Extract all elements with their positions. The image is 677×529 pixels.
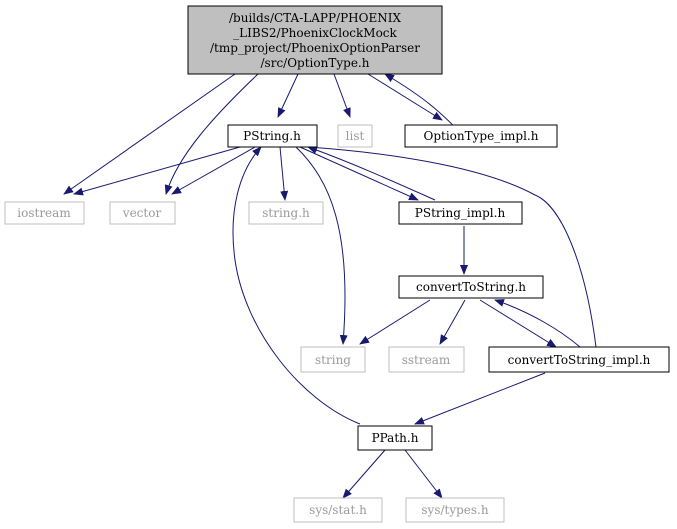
- node-label: sys/types.h: [421, 503, 488, 517]
- node-optiontype-impl-h[interactable]: OptionType_impl.h: [404, 124, 558, 148]
- node-label: sstream: [402, 353, 451, 367]
- node-label-line: /tmp_project/PhoenixOptionParser: [210, 41, 420, 55]
- node-label: PString.h: [243, 129, 301, 143]
- edge-ppath-to-sys-stat: [342, 449, 386, 499]
- node-sstream[interactable]: sstream: [388, 346, 465, 373]
- edge-converttostring-to-sstream: [439, 299, 466, 345]
- node-vector[interactable]: vector: [109, 201, 176, 225]
- svg-text:/tmp_project/PhoenixOptionPars: /tmp_project/PhoenixOptionParser: [210, 41, 420, 55]
- node-optiontype-h[interactable]: /builds/CTA-LAPP/PHOENIX _LIBS2/PhoenixC…: [187, 5, 443, 75]
- nodes: /builds/CTA-LAPP/PHOENIX _LIBS2/PhoenixC…: [4, 5, 670, 523]
- edge-converttostring-to-string: [359, 299, 431, 345]
- svg-text:/src/OptionType.h: /src/OptionType.h: [261, 56, 370, 70]
- edge-optiontype-to-pstring: [277, 73, 299, 118]
- node-label: string: [315, 353, 351, 367]
- node-label: sys/stat.h: [309, 503, 367, 517]
- node-label: convertToString_impl.h: [508, 353, 651, 367]
- node-string-dot-h[interactable]: string.h: [248, 201, 324, 225]
- edge-pstring-to-vector: [171, 146, 256, 195]
- node-ppath-h[interactable]: PPath.h: [357, 425, 433, 451]
- node-label: vector: [122, 206, 162, 220]
- node-string[interactable]: string: [300, 346, 366, 373]
- node-sys-stat-h[interactable]: sys/stat.h: [293, 497, 383, 523]
- node-label: OptionType_impl.h: [424, 129, 539, 143]
- node-sys-types-h[interactable]: sys/types.h: [405, 497, 505, 523]
- edge-pstring-to-pstring-impl: [299, 146, 419, 201]
- node-label-line: /builds/CTA-LAPP/PHOENIX: [229, 11, 401, 25]
- node-label: PString_impl.h: [415, 206, 506, 220]
- node-label: string.h: [262, 206, 310, 220]
- edge-converttostring-to-converttostring-impl: [479, 299, 557, 348]
- edge-optiontype-to-optiontype-impl: [367, 73, 443, 121]
- edge-ppath-to-pstring: [232, 146, 361, 425]
- edge-converttostring-impl-to-ppath: [414, 372, 546, 425]
- node-label: iostream: [17, 206, 71, 220]
- node-list[interactable]: list: [337, 124, 373, 148]
- node-label-line: /src/OptionType.h: [261, 56, 370, 70]
- node-label: convertToString.h: [416, 280, 526, 294]
- edge-converttostring-impl-to-converttostring: [494, 299, 581, 348]
- edge-ppath-to-sys-types: [404, 449, 443, 499]
- edge-optiontype-to-vector: [164, 73, 259, 195]
- edge-optiontype-to-iostream: [63, 73, 236, 195]
- node-converttostring-h[interactable]: convertToString.h: [398, 275, 544, 299]
- svg-text:/builds/CTA-LAPP/PHOENIX: /builds/CTA-LAPP/PHOENIX: [229, 11, 401, 25]
- node-converttostring-impl-h[interactable]: convertToString_impl.h: [488, 346, 670, 373]
- edge-optiontype-to-list: [333, 73, 351, 118]
- node-pstring-impl-h[interactable]: PString_impl.h: [398, 201, 523, 225]
- node-iostream[interactable]: iostream: [4, 201, 85, 225]
- node-label: list: [346, 129, 365, 143]
- edge-pstring-to-string-h: [279, 146, 289, 201]
- node-label-line: _LIBS2/PhoenixClockMock: [233, 26, 397, 40]
- svg-text:_LIBS2/PhoenixClockMock: _LIBS2/PhoenixClockMock: [233, 26, 397, 40]
- edge-pstring-to-iostream: [73, 146, 241, 196]
- node-pstring-h[interactable]: PString.h: [227, 124, 318, 148]
- edge-pstring-impl-to-pstring: [307, 146, 436, 201]
- node-label: PPath.h: [372, 431, 419, 445]
- edge-converttostring-impl-to-pstring: [307, 143, 597, 348]
- edge-pstring-to-string: [295, 146, 348, 345]
